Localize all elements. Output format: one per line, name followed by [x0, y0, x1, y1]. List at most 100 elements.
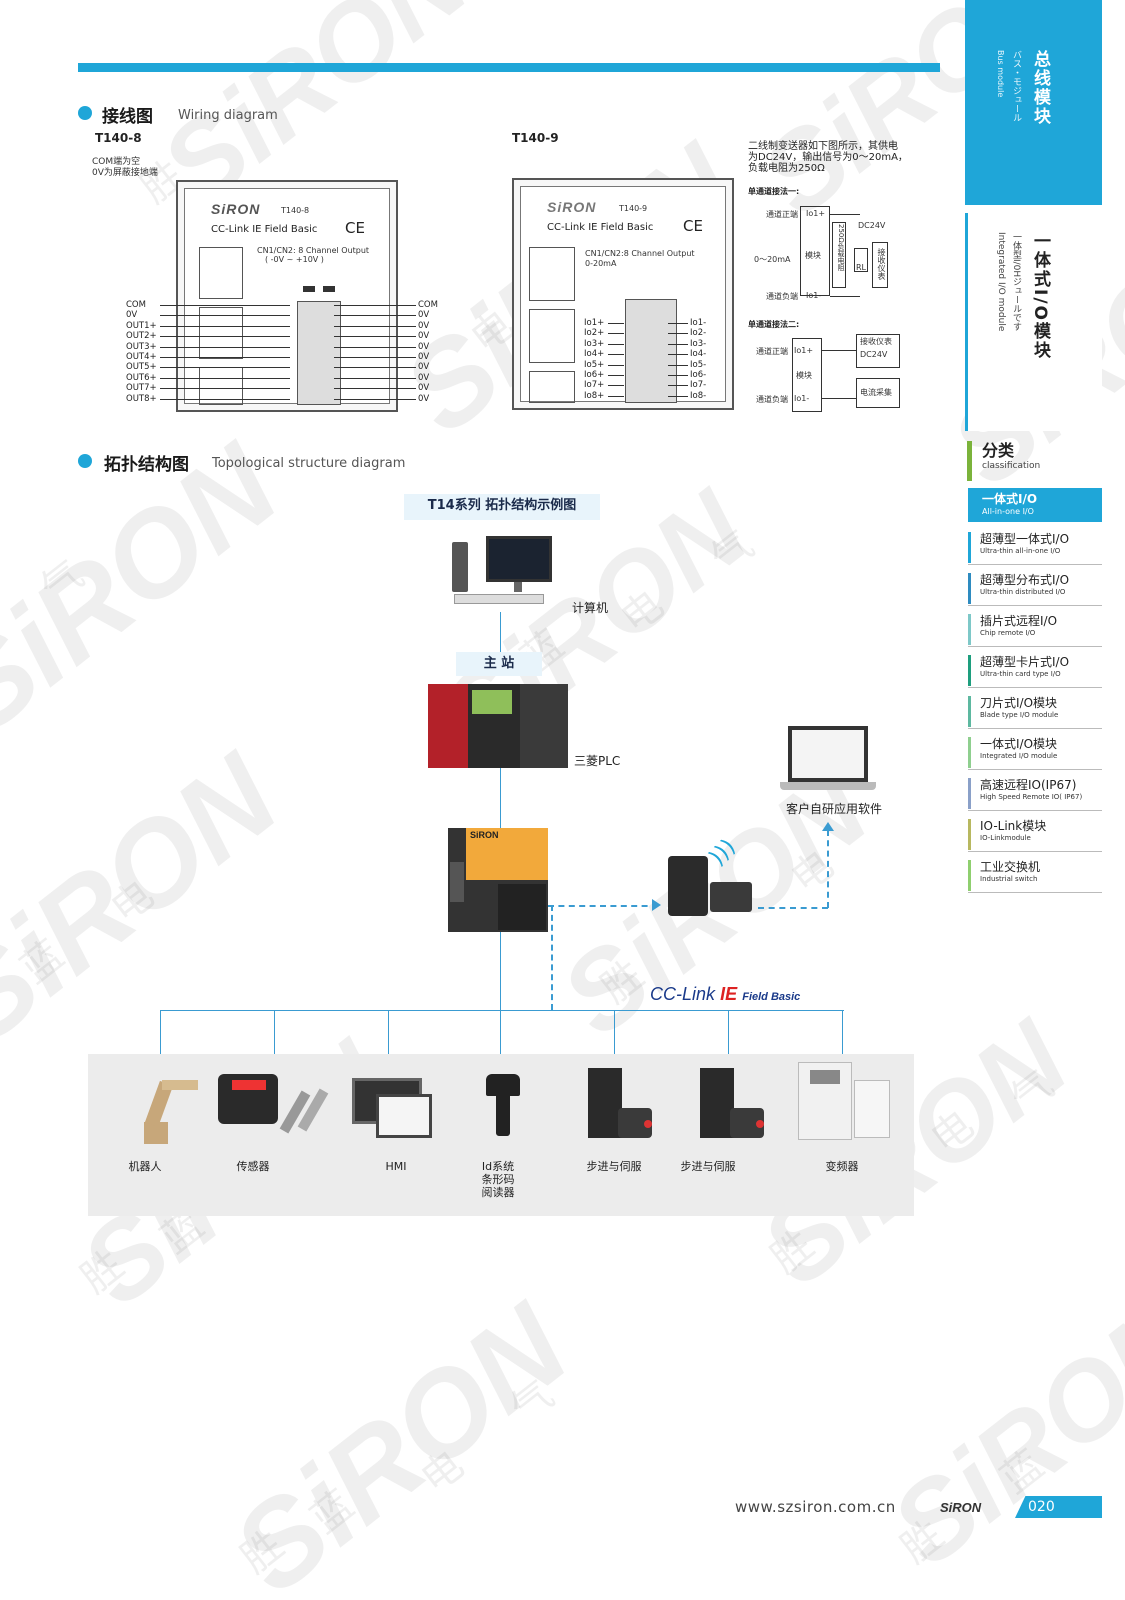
device-label: 变频器 [825, 1160, 859, 1173]
status-led [323, 286, 335, 292]
computer-label: 计算机 [572, 601, 609, 615]
wire-line [160, 398, 290, 400]
servo-drive-icon [588, 1068, 658, 1142]
watermark-logo: SiRON [869, 1277, 1125, 1590]
wire-line [608, 323, 624, 324]
ce-mark-icon: CE [683, 217, 703, 235]
computer-icon [434, 530, 560, 612]
pin-label: 0V [418, 352, 430, 362]
rj45-port-icon [529, 309, 575, 363]
sidebar-item[interactable]: 高速远程IO(IP67)High Speed Remote IO( IP67) [968, 775, 1102, 811]
t140-8-range: ( -0V ~ +10V ) [265, 255, 324, 264]
watermark-char: 气 [702, 521, 763, 583]
wire-line [160, 388, 290, 390]
master-station-badge: 主 站 [456, 652, 542, 676]
terminal-block [297, 301, 341, 405]
drop-line [274, 1010, 275, 1056]
watermark-char: 胜 [72, 1241, 133, 1303]
t140-9-module-panel: SiRON T140-9 CC-Link IE Field Basic CE C… [512, 178, 734, 410]
wire-line [160, 336, 290, 338]
wire-line [608, 395, 624, 397]
drop-line [160, 1010, 161, 1056]
pin-label: OUT6+ [126, 372, 157, 383]
pin-label: OUT8+ [126, 393, 157, 404]
pin-label: 0V [418, 393, 430, 404]
watermark-char: 电 [102, 871, 163, 933]
t140-9-model: T140-9 [619, 204, 648, 213]
sidebar-item-marker [968, 655, 971, 686]
method1-diagram: 通道正端 Io1+ 0～20mA 模块 250Ω负载电阻 DC24V RL 接收… [748, 198, 898, 308]
cclink-ie-logo: CC-Link IE Field Basic [650, 984, 801, 1004]
wire-line [160, 367, 290, 369]
watermark-char: 胜 [762, 1221, 823, 1283]
sidebar-item-active[interactable]: 一体式I/O All-in-one I/O [968, 488, 1102, 522]
wire-line [608, 333, 624, 335]
watermark-char: 蓝 [302, 1481, 363, 1543]
plc-icon [428, 684, 568, 768]
pin-label: Io5+ [584, 359, 605, 370]
sidebar-bus-jp: バス・モジュール [1011, 50, 1021, 122]
sidebar-bus-tab[interactable] [965, 0, 1102, 205]
pin-label: OUT5+ [126, 362, 157, 373]
drop-line [388, 1010, 389, 1056]
sidebar-item-label: IO-Link模块 [980, 819, 1047, 833]
footer-url[interactable]: www.szsiron.com.cn [735, 1498, 896, 1516]
wire-line [668, 333, 688, 335]
link-line [500, 612, 501, 652]
device-label: 步进与伺服 [680, 1160, 736, 1173]
sidebar-item-marker [968, 573, 971, 604]
sidebar-item-label: 插片式远程I/O [980, 614, 1058, 628]
wire-line [160, 315, 290, 317]
t140-8-brand: SiRON [211, 201, 261, 217]
status-led [303, 286, 315, 292]
sidebar-item-marker [968, 778, 971, 809]
watermark-char: 电 [922, 1101, 983, 1163]
wire-line [160, 346, 290, 348]
sidebar-item-marker [968, 532, 971, 563]
ce-mark-icon: CE [345, 219, 365, 237]
watermark-logo: SiRON [0, 729, 302, 1069]
watermark-char: 气 [502, 1371, 563, 1433]
wire-line [668, 323, 688, 324]
siron-io-module-icon: SiRON [448, 828, 548, 932]
pin-label: 0V [418, 362, 430, 373]
sidebar-item-sublabel: Ultra-thin card type I/O [980, 670, 1061, 678]
sidebar-item-sublabel: Chip remote I/O [980, 629, 1036, 637]
device-label: 步进与伺服 [586, 1160, 642, 1173]
sidebar-item-label: 超薄型一体式I/O [980, 532, 1070, 546]
wire-line [608, 375, 624, 376]
wire-line [334, 367, 416, 369]
pin-label: Io8+ [584, 390, 605, 401]
t140-9-product-name: CC-Link IE Field Basic [547, 222, 654, 233]
page-number-tab [1015, 1496, 1102, 1518]
pin-label: Io2+ [584, 328, 605, 339]
t140-9-brand: SiRON [547, 199, 597, 215]
sidebar-io-tab[interactable] [965, 213, 1102, 431]
sidebar-item-sublabel: IO-Linkmodule [980, 834, 1031, 842]
sidebar-item-label: 高速远程IO(IP67) [980, 778, 1077, 792]
sidebar-item-sublabel: Integrated I/O module [980, 752, 1058, 760]
wire-line [668, 343, 688, 345]
pin-label: OUT4+ [126, 352, 157, 362]
watermark-char: 电 [612, 581, 673, 643]
wire-line [160, 377, 290, 379]
pin-label: Io2- [690, 328, 707, 339]
sidebar-item-label: 超薄型分布式I/O [980, 573, 1070, 587]
pin-label: 0V [418, 372, 430, 383]
wire-line [334, 357, 416, 358]
pin-label: OUT1+ [126, 320, 157, 331]
header-bar [78, 63, 940, 72]
pin-label: 0V [418, 341, 430, 352]
pin-label: Io4+ [584, 349, 605, 360]
t140-9-range: 0-20mA [585, 259, 617, 268]
pin-label: COM [126, 300, 146, 310]
wire-line [334, 346, 416, 348]
